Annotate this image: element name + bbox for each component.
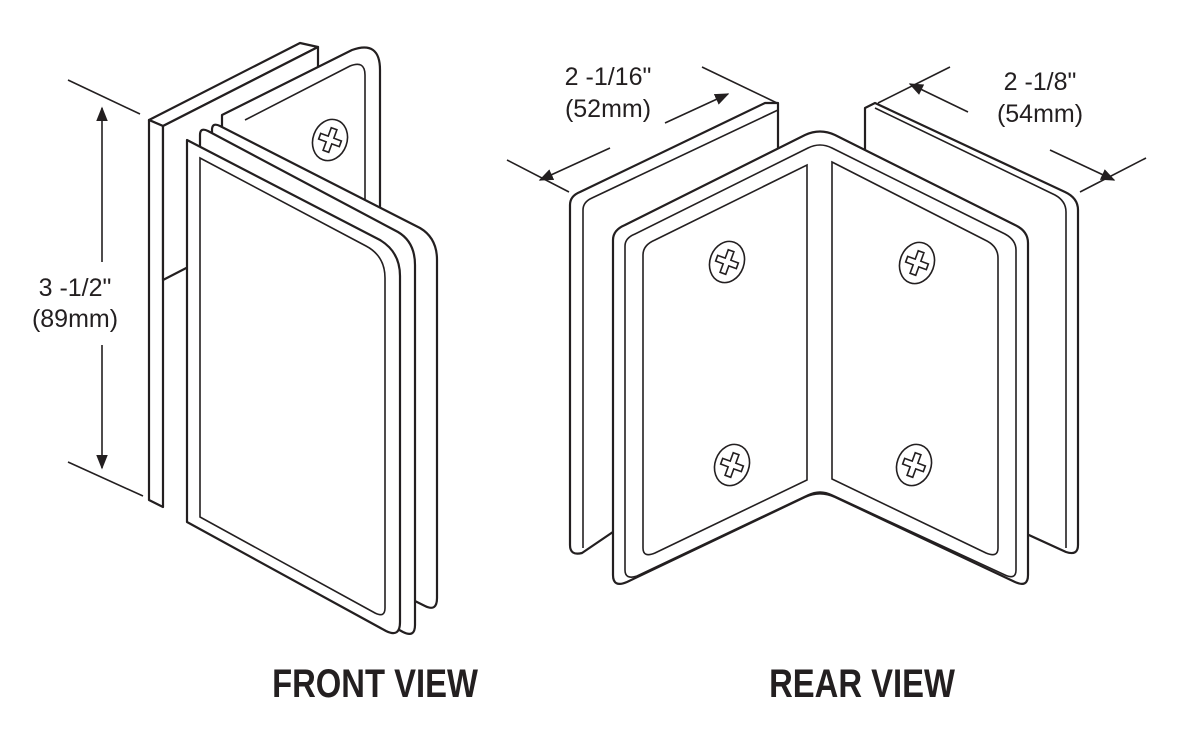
back-plate-face [147,118,165,509]
dimension-arrow-left [538,147,611,181]
height-imperial: 3 -1/2" [39,274,112,302]
plate-edge [582,109,779,211]
left-width-imperial: 2 -1/16" [565,63,652,91]
dimension-arrow-right [664,93,730,124]
hinge-body-outer [611,130,1030,585]
height-dimension: 3 -1/2" (89mm) [32,79,144,497]
front-view-drawing: 3 -1/2" (89mm) [32,41,439,635]
dimension-arrow-right [1049,149,1116,181]
right-width-imperial: 2 -1/8" [1004,68,1077,96]
extension-line-bottom [67,461,144,497]
extension-line-top [67,79,141,115]
front-view-label: FRONT VIEW [272,661,478,706]
front-plate [185,138,402,635]
rear-view-drawing: 2 -1/16" (52mm) 2 -1/8" (54mm) [506,63,1147,585]
plate-edge [874,107,1067,548]
rear-left-panel [642,163,808,556]
rear-view-label: REAR VIEW [769,661,955,706]
extension-line-left [506,159,570,193]
left-width-metric: (52mm) [565,95,651,123]
left-width-dimension: 2 -1/16" (52mm) [506,63,778,193]
extension-line-right [1079,157,1147,193]
front-plate-inset [199,156,386,616]
extension-line-right [701,66,778,104]
hinge-body-inset [624,144,1017,578]
height-metric: (89mm) [32,305,118,333]
dimension-arrow-left [908,83,969,113]
right-width-metric: (54mm) [997,100,1083,128]
rear-right-panel [831,160,999,556]
right-width-dimension: 2 -1/8" (54mm) [877,66,1147,193]
hinge-rear-wing-inset [244,63,366,250]
